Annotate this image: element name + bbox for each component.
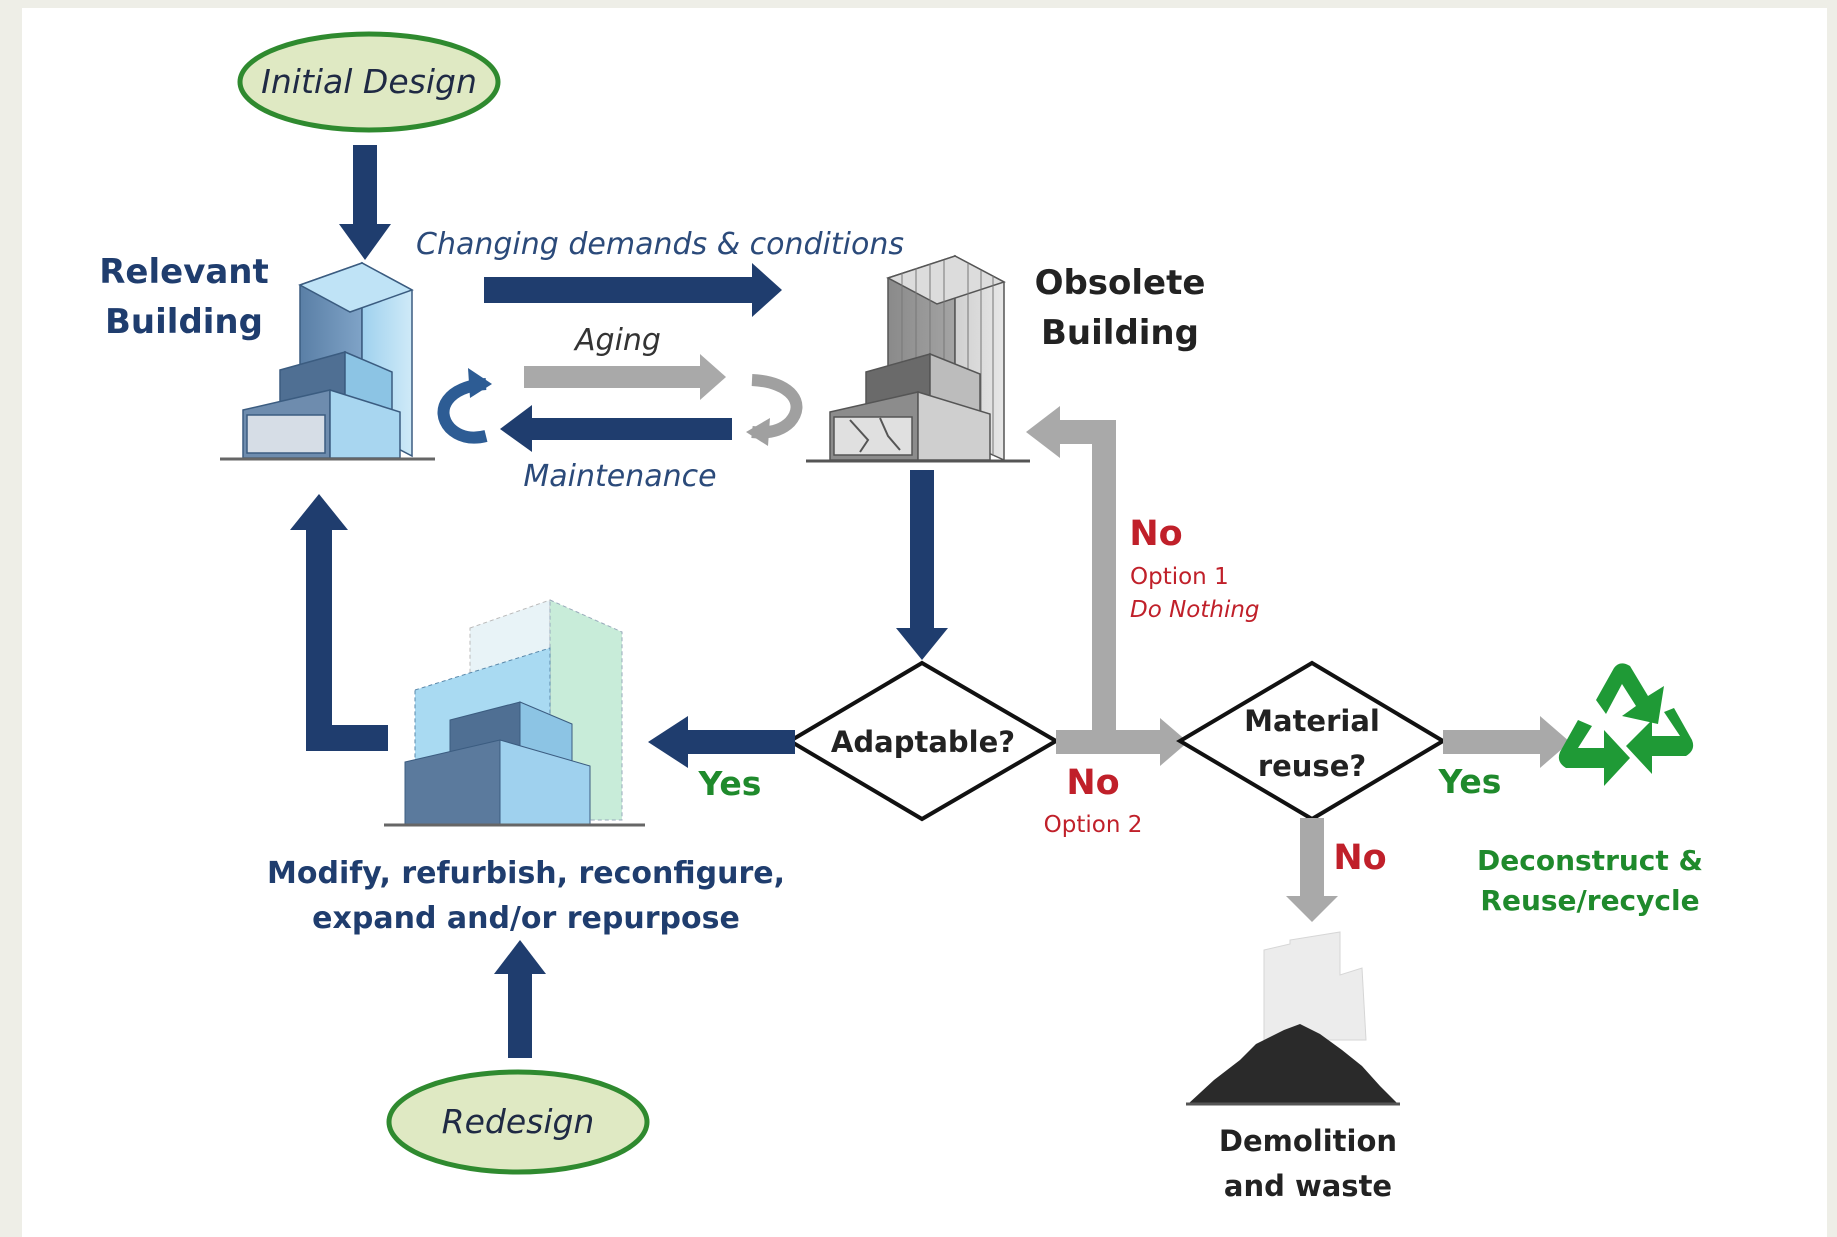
arrow-no-option2 bbox=[1116, 718, 1188, 766]
svg-text:Modify, refurbish, reconfigure: Modify, refurbish, reconfigure, bbox=[267, 856, 785, 891]
modify-label: Modify, refurbish, reconfigure, expand a… bbox=[267, 856, 785, 936]
relevant-building-icon bbox=[220, 261, 435, 461]
yes-material-label: Yes bbox=[1438, 762, 1502, 801]
obsolete-building-label: Obsolete Building bbox=[1035, 263, 1206, 353]
initial-design-label: Initial Design bbox=[261, 62, 477, 101]
svg-text:Relevant: Relevant bbox=[99, 252, 269, 292]
arrow-obsolete-to-adaptable bbox=[896, 470, 948, 660]
material-reuse-label-1: Material bbox=[1244, 704, 1380, 738]
arrow-changing-demands bbox=[484, 263, 782, 317]
arrow-redesign-to-modify bbox=[494, 940, 546, 1058]
no-option1-label: No bbox=[1129, 514, 1182, 554]
initial-design-node[interactable]: Initial Design bbox=[237, 31, 501, 133]
adaptable-label: Adaptable? bbox=[831, 725, 1015, 759]
adaptable-decision[interactable]: Adaptable? bbox=[786, 660, 1060, 822]
curved-arrow-icon bbox=[437, 368, 492, 444]
rubble-icon bbox=[1186, 931, 1400, 1106]
material-reuse-decision[interactable]: Material reuse? bbox=[1176, 660, 1447, 822]
recycle-icon bbox=[1558, 663, 1694, 786]
obsolete-building-icon bbox=[806, 254, 1030, 463]
relevant-building-label: Relevant Building bbox=[99, 252, 269, 342]
do-nothing-label: Do Nothing bbox=[1130, 597, 1260, 623]
svg-text:Deconstruct &: Deconstruct & bbox=[1477, 844, 1703, 877]
modified-building-icon bbox=[384, 599, 645, 827]
option2-label: Option 2 bbox=[1044, 812, 1143, 838]
svg-text:Building: Building bbox=[105, 302, 263, 342]
changing-demands-label: Changing demands & conditions bbox=[416, 227, 904, 262]
svg-text:Reuse/recycle: Reuse/recycle bbox=[1480, 884, 1699, 917]
curved-arrow-icon bbox=[746, 374, 803, 446]
arrow-aging bbox=[524, 354, 726, 400]
arrow-maintenance bbox=[500, 405, 732, 452]
no-option2-label: No bbox=[1066, 763, 1119, 803]
svg-text:Demolition: Demolition bbox=[1219, 1124, 1397, 1158]
arrow-yes-adaptable bbox=[648, 716, 795, 768]
no-material-label: No bbox=[1333, 838, 1386, 878]
arrow-no-material bbox=[1286, 818, 1338, 922]
arrow-modify-to-relevant bbox=[290, 494, 388, 751]
deconstruct-label: Deconstruct & Reuse/recycle bbox=[1477, 844, 1703, 917]
option1-label: Option 1 bbox=[1130, 564, 1229, 590]
material-reuse-label-2: reuse? bbox=[1258, 749, 1366, 783]
aging-label: Aging bbox=[573, 323, 661, 358]
svg-text:and waste: and waste bbox=[1224, 1169, 1392, 1203]
arrow-initial-to-relevant bbox=[339, 145, 391, 260]
maintenance-label: Maintenance bbox=[523, 459, 716, 494]
arrow-yes-material bbox=[1443, 716, 1570, 768]
redesign-label: Redesign bbox=[442, 1102, 595, 1141]
svg-text:expand and/or repurpose: expand and/or repurpose bbox=[312, 901, 740, 936]
svg-text:Obsolete: Obsolete bbox=[1035, 263, 1206, 303]
yes-adaptable-label: Yes bbox=[698, 764, 762, 803]
svg-text:Building: Building bbox=[1041, 313, 1199, 353]
redesign-node[interactable]: Redesign bbox=[386, 1069, 650, 1175]
demolition-label: Demolition and waste bbox=[1219, 1124, 1397, 1203]
